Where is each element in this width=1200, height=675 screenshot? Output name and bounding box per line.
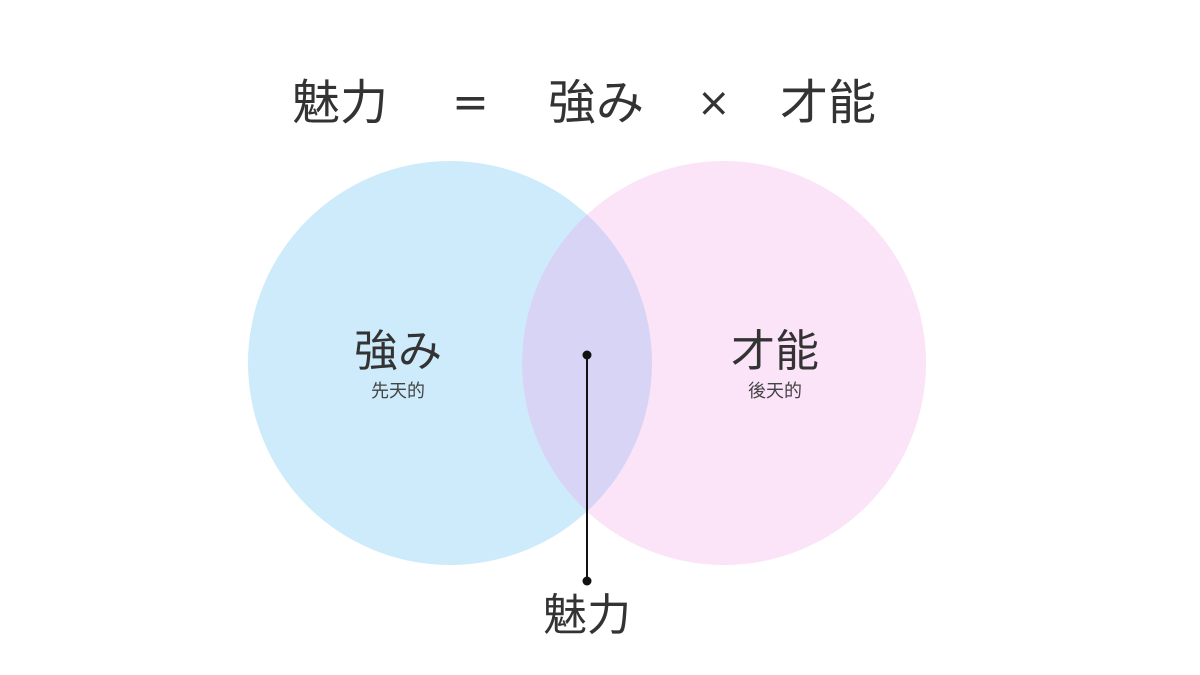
equation-term-talent: 才能 <box>780 75 877 131</box>
equation-lhs: 魅力 <box>292 75 389 131</box>
callout-dot-top <box>582 350 592 360</box>
strength-subtitle: 先天的 <box>371 381 425 402</box>
equals-sign: = <box>452 77 489 128</box>
strength-title: 強み <box>354 326 442 377</box>
equation-term-strength: 強み <box>548 75 645 131</box>
multiply-sign: × <box>697 80 731 126</box>
talent-label: 才能 後天的 <box>675 326 875 404</box>
callout-dot-bottom <box>582 576 592 586</box>
talent-title: 才能 <box>731 326 819 377</box>
talent-subtitle: 後天的 <box>748 381 802 402</box>
overlap-region <box>522 161 652 565</box>
strength-label: 強み 先天的 <box>298 326 498 404</box>
equation: 魅力 = 強み × 才能 <box>0 68 1200 138</box>
charm-label: 魅力 <box>543 590 631 641</box>
